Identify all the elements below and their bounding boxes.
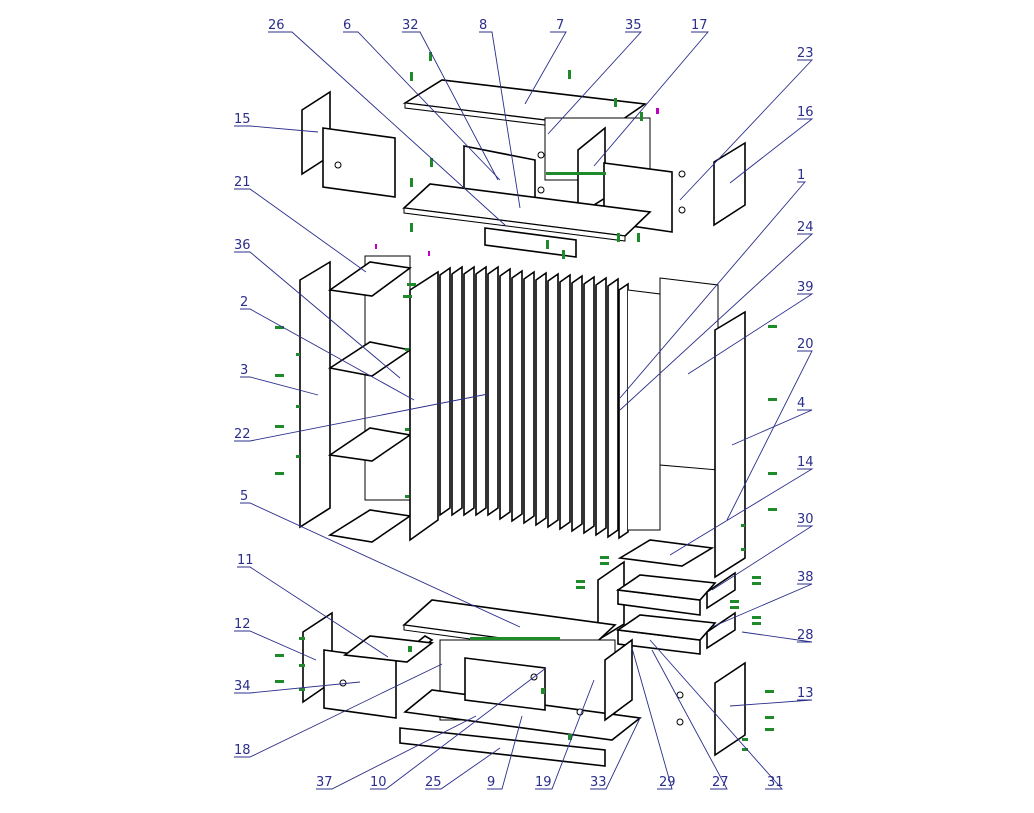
callout-19: 19: [535, 775, 552, 790]
callout-2: 2: [240, 295, 248, 310]
part-top-right-side: [713, 141, 746, 227]
callout-12: 12: [234, 617, 251, 632]
callout-26: 26: [268, 18, 285, 33]
part-top-bottom-shelf-edge: [403, 207, 626, 242]
callout-37: 37: [316, 775, 333, 790]
callout-39: 39: [797, 280, 814, 295]
callout-31: 31: [767, 775, 784, 790]
bottom-cabinet: [302, 599, 746, 767]
callout-3: 3: [240, 363, 248, 378]
part-top-plinth: [484, 227, 577, 258]
part-shelf-low: [327, 509, 413, 543]
callout-25: 25: [425, 775, 442, 790]
fittings: [275, 52, 777, 751]
callout-28: 28: [797, 628, 814, 643]
callout-21: 21: [234, 175, 251, 190]
hinge-icon: [537, 151, 545, 159]
part-drawer-front-28: [706, 611, 736, 650]
hinge-icon: [678, 206, 686, 214]
callout-22: 22: [234, 427, 251, 442]
markers: [375, 108, 659, 256]
hinge-icon: [676, 691, 684, 699]
callout-4: 4: [797, 396, 805, 411]
slat-group: [439, 265, 629, 540]
callout-38: 38: [797, 570, 814, 585]
part-top-left-door: [322, 127, 396, 198]
part-drawer-box-2-top: [615, 614, 717, 641]
part-bottom-door: [464, 657, 546, 711]
callout-34: 34: [234, 679, 251, 694]
part-drawer-box-1-top: [615, 574, 717, 601]
callout-labels: 26 6 32 8 7 35 17 23 16 15 21 1 24 36 39…: [234, 18, 814, 790]
callout-35: 35: [625, 18, 642, 33]
callout-11: 11: [237, 553, 254, 568]
callout-36: 36: [234, 238, 251, 253]
hinge-icon: [537, 186, 545, 194]
callout-27: 27: [712, 775, 729, 790]
top-cabinet: [301, 79, 746, 258]
callout-18: 18: [234, 743, 251, 758]
hinge-icon: [339, 679, 347, 687]
part-right-tall-side: [714, 310, 746, 579]
callout-6: 6: [343, 18, 351, 33]
middle-section: [299, 255, 746, 579]
callout-29: 29: [659, 775, 676, 790]
part-drawer-front-30: [706, 571, 736, 610]
part-drawer-side: [597, 560, 625, 642]
part-center-divider: [409, 270, 439, 542]
callout-20: 20: [797, 337, 814, 352]
part-back-frame: [627, 289, 661, 531]
callout-13: 13: [797, 686, 814, 701]
part-bottom-right-side: [714, 661, 746, 757]
callout-32: 32: [402, 18, 419, 33]
callout-17: 17: [691, 18, 708, 33]
part-mirror: [659, 277, 719, 471]
callout-10: 10: [370, 775, 387, 790]
callout-16: 16: [797, 105, 814, 120]
callout-24: 24: [797, 220, 814, 235]
callout-7: 7: [556, 18, 564, 33]
part-bottom-left-shelf: [342, 635, 435, 663]
callout-33: 33: [590, 775, 607, 790]
callout-14: 14: [797, 455, 814, 470]
callout-23: 23: [797, 46, 814, 61]
hinge-icon: [678, 170, 686, 178]
drawer-unit: [597, 539, 736, 655]
part-bottom-partition: [604, 638, 633, 722]
callout-8: 8: [479, 18, 487, 33]
callout-5: 5: [240, 489, 248, 504]
callout-1: 1: [797, 168, 805, 183]
part-drawer-top: [617, 539, 715, 567]
part-shelf-21: [327, 261, 413, 297]
hinge-icon: [676, 718, 684, 726]
part-bottom-plinth: [399, 727, 606, 767]
leader-lines: [234, 31, 814, 790]
callout-15: 15: [234, 112, 251, 127]
hinge-icon: [334, 161, 342, 169]
callout-30: 30: [797, 512, 814, 527]
callout-9: 9: [487, 775, 495, 790]
